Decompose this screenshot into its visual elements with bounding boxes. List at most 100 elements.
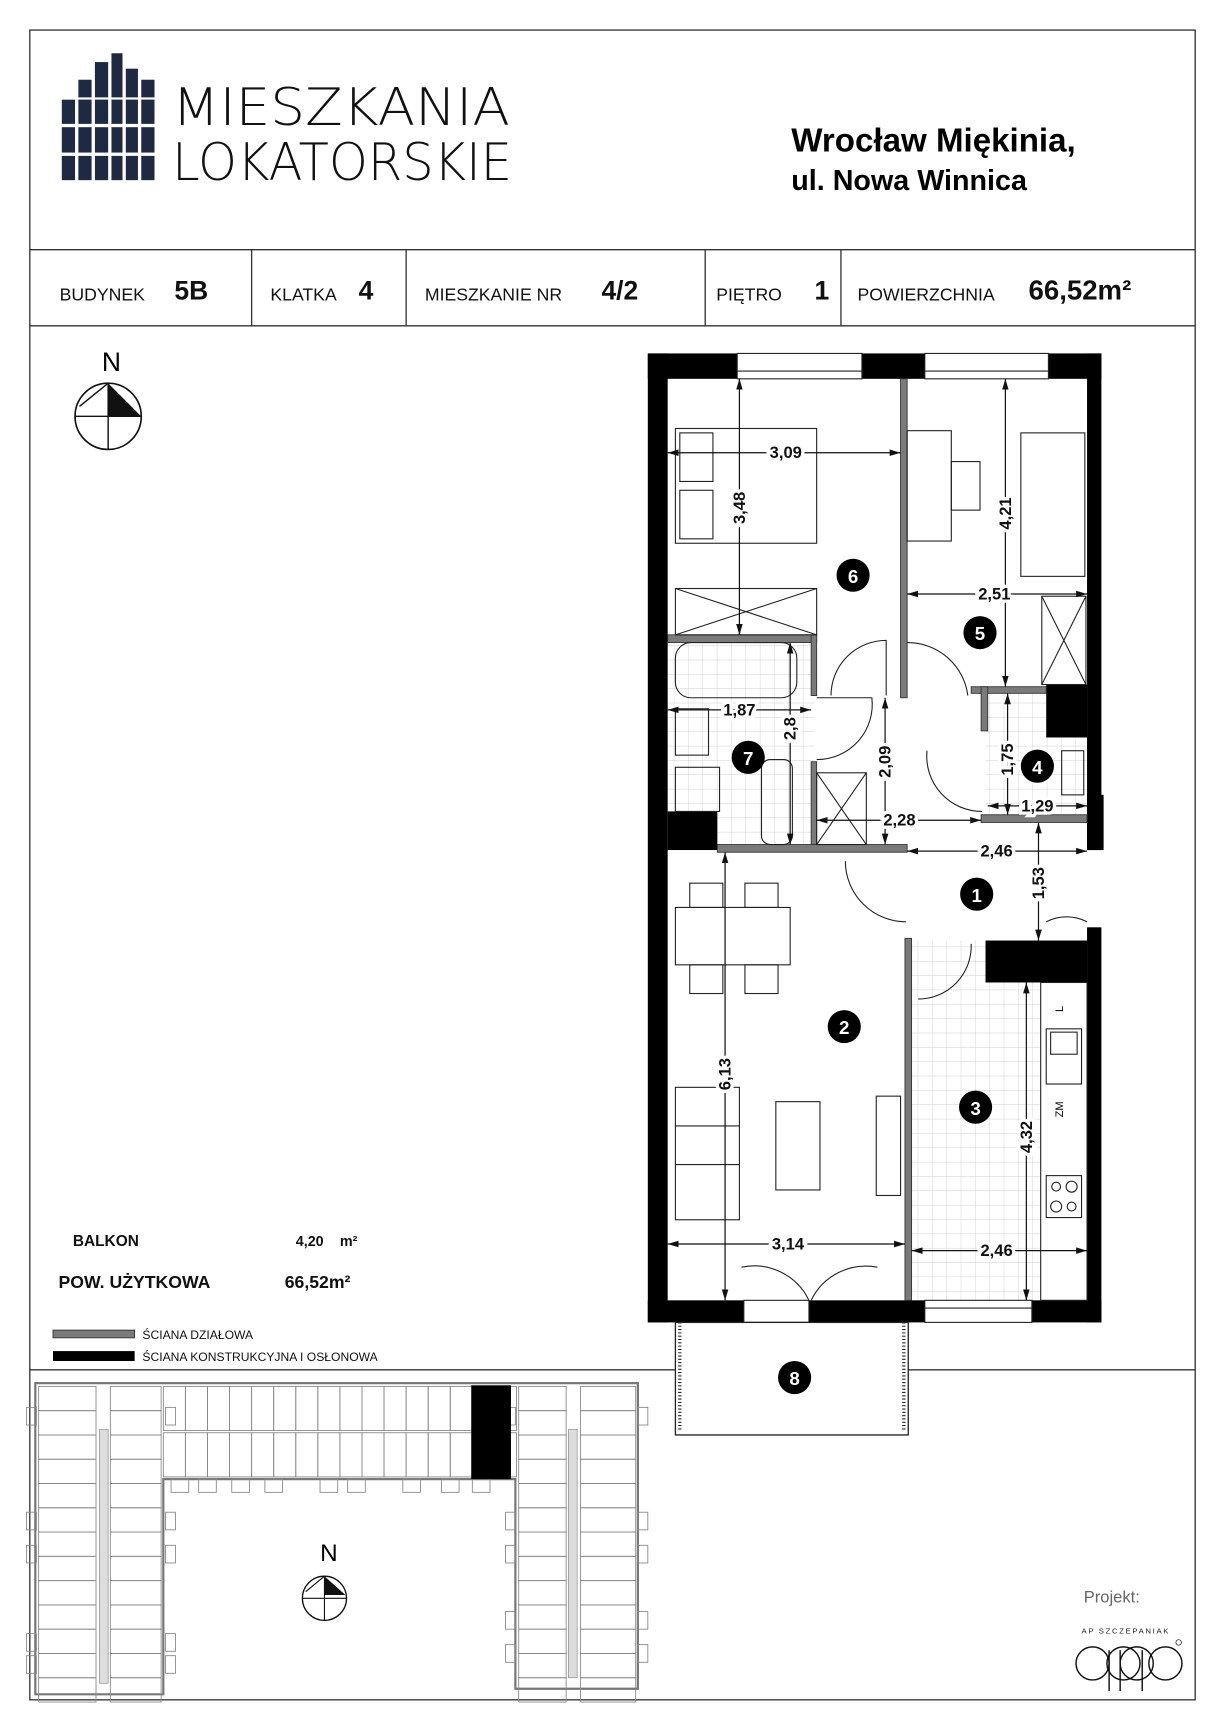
site-unit bbox=[471, 1478, 491, 1493]
site-unit bbox=[518, 1677, 567, 1703]
dimension-label: 1,87 bbox=[723, 700, 755, 719]
area-value: 66,52m² bbox=[1029, 274, 1132, 305]
sheet-frame bbox=[29, 29, 1196, 1701]
usable-area-value: 66,52m² bbox=[285, 1272, 351, 1292]
compass-north-label: N bbox=[102, 347, 121, 377]
site-unit bbox=[637, 1544, 649, 1564]
site-unit bbox=[505, 1511, 516, 1531]
usable-area-label: POW. UŻYTKOWA bbox=[58, 1272, 210, 1292]
dimensions: 3,09 3,48 4,21 2,51 1,87 2,8 2,09 1,75 1… bbox=[667, 378, 1088, 1301]
site-unit bbox=[26, 1633, 37, 1652]
stair-value: 4 bbox=[359, 275, 374, 305]
wall-legend: ŚCIANA DZIAŁOWA ŚCIANA KONSTRUKCYJNA I O… bbox=[52, 1327, 379, 1364]
dimension-label: 2,46 bbox=[980, 842, 1012, 861]
site-unit bbox=[165, 1511, 176, 1531]
apartment-label: MIESZKANIE NR bbox=[425, 284, 562, 304]
architect-firm-name: AP SZCZEPANIAK bbox=[1082, 1627, 1171, 1636]
site-plan: N bbox=[26, 1381, 649, 1703]
dimension-label: 2,51 bbox=[978, 585, 1010, 604]
info-row: BUDYNEK 5B KLATKA 4 MIESZKANIE NR 4/2 PI… bbox=[60, 274, 1132, 305]
site-unit bbox=[637, 1406, 649, 1426]
site-unit bbox=[170, 1478, 190, 1493]
site-unit bbox=[505, 1611, 516, 1630]
site-unit bbox=[165, 1655, 176, 1674]
dimension-label: 3,09 bbox=[770, 443, 802, 462]
brand-logo: MIESZKANIA LOKATORSKIE bbox=[59, 53, 512, 193]
dimension-label: 1,75 bbox=[998, 743, 1017, 775]
site-unit bbox=[165, 1633, 176, 1652]
room-number: 2 bbox=[839, 1017, 849, 1038]
room-marker-6: 6 bbox=[836, 558, 870, 592]
site-unit bbox=[505, 1644, 516, 1663]
site-unit bbox=[319, 1478, 339, 1493]
site-unit bbox=[264, 1478, 283, 1493]
room-number: 6 bbox=[848, 566, 858, 587]
partition-walls bbox=[667, 378, 1088, 1301]
furniture bbox=[674, 427, 1088, 1301]
apartment-location-highlight bbox=[471, 1385, 511, 1480]
architect-credits: Projekt: AP SZCZEPANIAK bbox=[1075, 1588, 1183, 1691]
dimension-label: 1,53 bbox=[1029, 867, 1048, 899]
room-marker-2: 2 bbox=[827, 1010, 861, 1044]
structural-walls bbox=[647, 353, 1104, 1323]
floor-value: 1 bbox=[814, 275, 829, 305]
dimension-label: 2,09 bbox=[876, 746, 895, 778]
address-street: ul. Nowa Winnica bbox=[791, 165, 1028, 197]
balcony-label: BALKON bbox=[73, 1233, 139, 1250]
room-marker-5: 5 bbox=[963, 616, 997, 650]
windows bbox=[736, 352, 1049, 1323]
site-unit bbox=[198, 1478, 217, 1493]
site-unit bbox=[580, 1677, 637, 1703]
site-unit bbox=[109, 1677, 162, 1703]
site-unit bbox=[26, 1544, 37, 1564]
structural-wall-label: ŚCIANA KONSTRUKCYJNA I OSŁONOWA bbox=[142, 1349, 378, 1364]
site-unit bbox=[347, 1478, 366, 1493]
room-marker-3: 3 bbox=[959, 1090, 993, 1124]
address-city: Wrocław Miękinia, bbox=[791, 122, 1075, 159]
balcony-value: 4,20 bbox=[296, 1234, 324, 1250]
apartment-floor-plan: L ZM 3,09 3,48 4,21 2,51 1,87 2,8 2,09 1… bbox=[647, 352, 1104, 1436]
room-number: 8 bbox=[789, 1368, 799, 1389]
dimension-label: 6,13 bbox=[716, 1058, 735, 1090]
dimension-label: 4,21 bbox=[996, 497, 1015, 529]
dimension-label: 3,48 bbox=[730, 492, 749, 524]
dimension-label: 1,29 bbox=[1021, 796, 1053, 815]
building-value: 5B bbox=[174, 275, 208, 305]
site-compass-icon bbox=[301, 1575, 348, 1622]
balcony-unit: m² bbox=[340, 1234, 358, 1250]
room-number: 7 bbox=[743, 748, 753, 769]
site-unit bbox=[165, 1544, 176, 1564]
room-number: 5 bbox=[975, 623, 985, 644]
room-numbers: 1 2 3 4 5 6 7 8 bbox=[731, 558, 1054, 1395]
floor-label: PIĘTRO bbox=[716, 284, 782, 304]
site-unit bbox=[637, 1611, 649, 1630]
room-number: 4 bbox=[1032, 757, 1043, 778]
site-unit bbox=[231, 1478, 250, 1493]
compass-icon bbox=[74, 382, 143, 451]
room-marker-1: 1 bbox=[960, 877, 994, 911]
dimension-label: 4,32 bbox=[1017, 1121, 1036, 1153]
site-north-label: N bbox=[320, 1540, 338, 1567]
partition-wall-swatch bbox=[52, 1329, 136, 1339]
doors bbox=[741, 639, 1088, 1301]
compass: N bbox=[74, 347, 143, 451]
area-label: POWIERZCHNIA bbox=[858, 284, 995, 304]
room-number: 3 bbox=[970, 1098, 980, 1119]
logo-text-line1: MIESZKANIA bbox=[172, 78, 510, 138]
site-unit bbox=[441, 1478, 460, 1493]
room-marker-7: 7 bbox=[731, 740, 765, 774]
kitchen-label-fridge: ZM bbox=[1054, 1101, 1066, 1117]
site-unit bbox=[637, 1644, 649, 1663]
project-label: Projekt: bbox=[1084, 1588, 1140, 1607]
site-unit bbox=[38, 1677, 97, 1703]
site-unit bbox=[26, 1406, 37, 1426]
architect-logo-icon bbox=[1075, 1639, 1183, 1691]
site-unit bbox=[165, 1406, 176, 1426]
partition-wall-label: ŚCIANA DZIAŁOWA bbox=[142, 1327, 254, 1342]
dimension-label: 3,14 bbox=[772, 1235, 805, 1254]
logo-text-line2: LOKATORSKIE bbox=[172, 133, 512, 193]
building-logo-icon bbox=[59, 53, 157, 181]
dimension-label: 2,46 bbox=[980, 1241, 1012, 1260]
site-unit bbox=[505, 1544, 516, 1564]
